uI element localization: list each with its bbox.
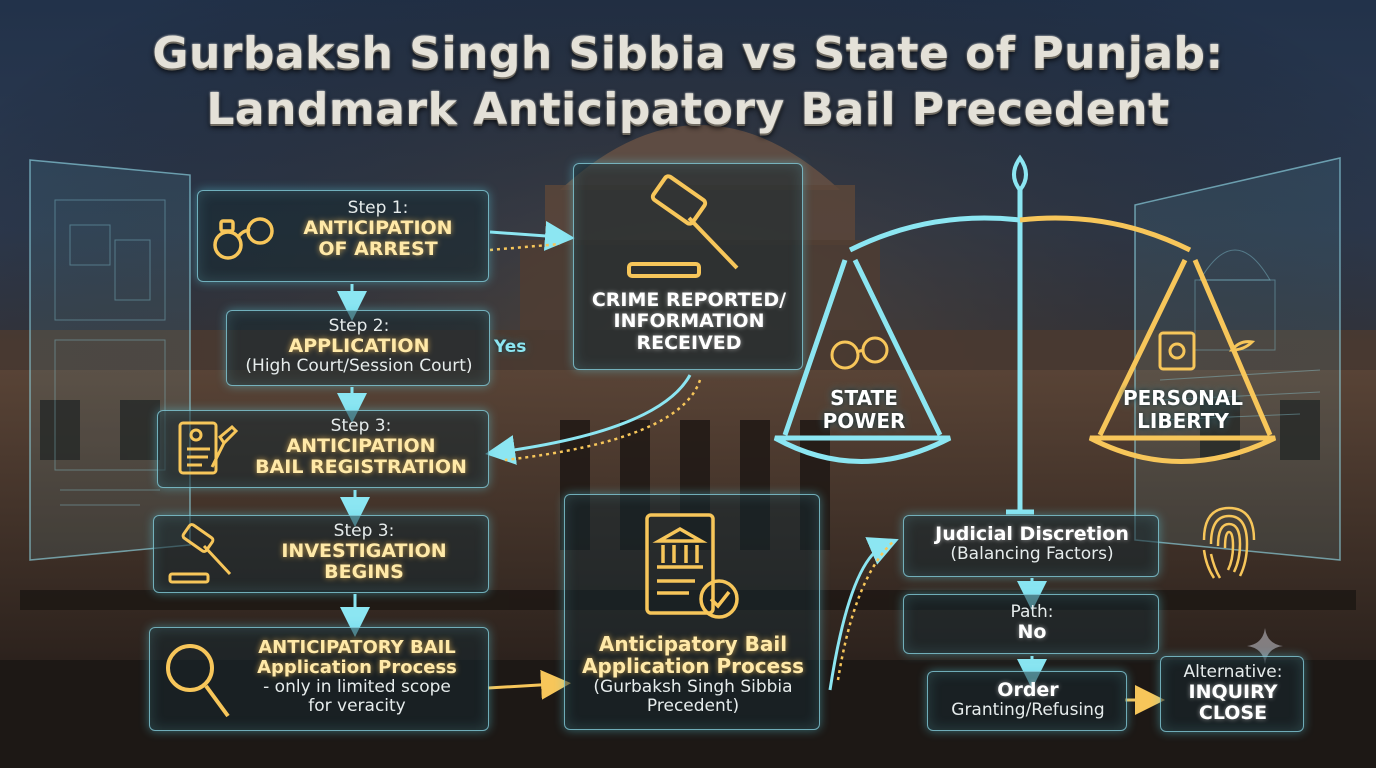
step3-label: Step 3:	[330, 416, 392, 436]
precedent-sub-line1: (Gurbaksh Singh Sibbia	[593, 676, 793, 697]
step2-box: Step 2: APPLICATION (High Court/Session …	[226, 310, 490, 386]
step5-note-line2: for veracity	[308, 696, 406, 717]
step1-box: Step 1: ANTICIPATION OF ARREST	[197, 190, 489, 282]
step1-label: Step 1:	[347, 198, 409, 218]
crime-reported-box: CRIME REPORTED/ INFORMATION RECEIVED	[573, 163, 803, 370]
alternative-value-line2: CLOSE	[1198, 702, 1268, 725]
order-subtitle: Granting/Refusing	[951, 700, 1105, 721]
scale-right-line2: LIBERTY	[1137, 409, 1229, 433]
fingerprint-icon	[1202, 506, 1256, 579]
document-pen-icon	[178, 421, 239, 475]
precedent-title-line1: Anticipatory Bail	[598, 632, 788, 656]
step4-title-line2: BEGINS	[324, 561, 404, 584]
crime-line1: CRIME REPORTED/	[591, 289, 787, 311]
gavel-icon	[627, 174, 739, 278]
judicial-title: Judicial Discretion	[935, 523, 1129, 545]
path-label: Path:	[1010, 602, 1054, 622]
step5-title-line2: Application Process	[257, 657, 457, 679]
step3-title-line1: ANTICIPATION	[286, 435, 436, 458]
step4-box: Step 3: INVESTIGATION BEGINS	[153, 515, 489, 593]
yes-label: Yes	[494, 337, 527, 357]
step4-label: Step 3:	[333, 521, 395, 541]
step2-label: Step 2:	[328, 316, 390, 336]
gavel-icon	[168, 523, 232, 584]
page-title-line1: Gurbaksh Singh Sibbia vs State of Punjab…	[152, 28, 1224, 79]
sparkle-icon	[1247, 628, 1283, 664]
magnifier-icon	[166, 644, 230, 718]
scale-right-line1: PERSONAL	[1122, 386, 1244, 410]
precedent-sub-line2: Precedent)	[646, 695, 740, 716]
crime-line2: INFORMATION	[613, 310, 765, 333]
step1-title-line2: OF ARREST	[318, 238, 438, 261]
precedent-box: Anticipatory Bail Application Process (G…	[564, 494, 820, 730]
precedent-title-line2: Application Process	[581, 654, 805, 679]
scale-left-line2: POWER	[822, 409, 906, 433]
step2-title: APPLICATION	[288, 335, 430, 358]
step2-subtitle: (High Court/Session Court)	[245, 356, 473, 377]
scales-of-justice-icon	[773, 154, 1277, 515]
judicial-discretion-box: Judicial Discretion (Balancing Factors)	[903, 515, 1159, 577]
path-value: No	[1017, 621, 1047, 644]
handcuffs-icon	[213, 217, 274, 260]
step3-title-line2: BAIL REGISTRATION	[255, 456, 467, 479]
alternative-label: Alternative:	[1183, 662, 1283, 682]
court-document-check-icon	[645, 513, 739, 619]
step5-box: ANTICIPATORY BAIL Application Process - …	[149, 627, 489, 731]
path-box: Path: No	[903, 594, 1159, 654]
step5-title-line1: ANTICIPATORY BAIL	[258, 637, 456, 658]
crime-line3: RECEIVED	[636, 331, 742, 354]
step3-box: Step 3: ANTICIPATION BAIL REGISTRATION	[157, 410, 489, 488]
alternative-value-line1: INQUIRY	[1188, 681, 1278, 704]
step4-title-line1: INVESTIGATION	[281, 540, 447, 563]
order-title: Order	[997, 679, 1059, 701]
alternative-box: Alternative: INQUIRY CLOSE	[1160, 656, 1304, 732]
step5-note-line1: - only in limited scope	[263, 677, 451, 698]
scale-left-line1: STATE	[830, 386, 898, 410]
order-box: Order Granting/Refusing	[927, 671, 1127, 731]
step1-title-line1: ANTICIPATION	[303, 217, 453, 240]
judicial-subtitle: (Balancing Factors)	[950, 544, 1114, 565]
page-title-line2: Landmark Anticipatory Bail Precedent	[206, 84, 1170, 135]
